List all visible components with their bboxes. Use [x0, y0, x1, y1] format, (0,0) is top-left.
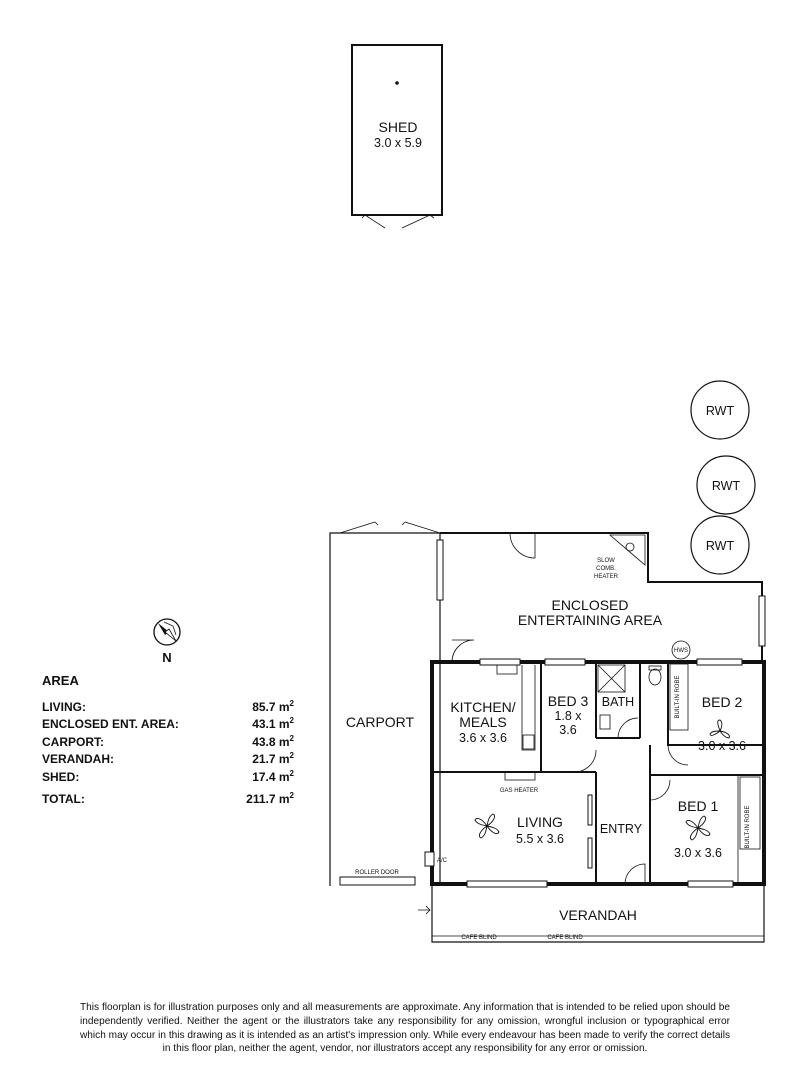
area-row-enclosed: ENCLOSED ENT. AREA: 43.1 m2 [42, 716, 294, 733]
shed: SHED 3.0 x 5.9 [351, 44, 443, 229]
north-compass-icon [153, 618, 181, 646]
area-row-value: 21.7 m2 [252, 751, 294, 767]
built-in-robe-label: BUILT-IN ROBE [745, 806, 751, 849]
bed2-dims: 3.0 x 3.6 [698, 739, 746, 753]
area-row-value: 85.7 m2 [252, 699, 294, 715]
carport: ROLLER DOOR CARPORT [329, 521, 441, 886]
carport-label: CARPORT [346, 714, 415, 730]
area-row-total: TOTAL: 211.7 m2 [42, 791, 294, 808]
living-label: LIVING [517, 814, 563, 830]
bed3-dims-line1: 1.8 x [554, 709, 582, 723]
slow-comb-heater-label: SLOW [597, 558, 615, 564]
bed1-dims: 3.0 x 3.6 [674, 846, 722, 860]
entry-label: ENTRY [600, 822, 643, 836]
rainwater-tank-2: RWT [696, 455, 756, 515]
living-dims: 5.5 x 3.6 [516, 832, 564, 846]
ceiling-fan-icon [474, 813, 500, 839]
hws-label: HWS [674, 648, 688, 654]
shed-label: SHED [379, 119, 418, 135]
ceiling-fan-icon [685, 815, 711, 841]
area-row-verandah: VERANDAH: 21.7 m2 [42, 751, 294, 768]
verandah [418, 884, 765, 943]
roller-door-label: ROLLER DOOR [355, 870, 399, 876]
enclosed-entertaining-area: SLOW COMB. HEATER HWS ENCLOSED ENTERTAIN… [436, 532, 766, 662]
area-row-shed: SHED: 17.4 m2 [42, 769, 294, 786]
cafe-blind-label: CAFE BLIND [461, 935, 497, 941]
area-row-label: SHED: [42, 769, 80, 784]
house-walls [424, 639, 766, 888]
cafe-blind-label: CAFE BLIND [547, 935, 583, 941]
ac-label: A/C [437, 858, 448, 864]
bed2-label: BED 2 [702, 694, 743, 710]
bed1-label: BED 1 [678, 798, 719, 814]
rainwater-tank-1: RWT [690, 380, 750, 440]
built-in-robe-label: BUILT-IN ROBE [675, 676, 681, 719]
area-row-value: 43.1 m2 [252, 716, 294, 732]
area-total-value: 211.7 m2 [246, 791, 294, 807]
area-row-label: CARPORT: [42, 734, 104, 749]
rwt-label: RWT [706, 404, 735, 418]
kitchen-dims: 3.6 x 3.6 [459, 731, 507, 745]
rwt-label: RWT [712, 479, 741, 493]
enclosed-label-line1: ENCLOSED [551, 597, 628, 613]
slow-comb-heater-label: HEATER [594, 574, 619, 580]
bath-label: BATH [602, 695, 634, 709]
kitchen-label-line2: MEALS [459, 714, 506, 730]
rwt-label: RWT [706, 539, 735, 553]
shed-dims: 3.0 x 5.9 [374, 136, 422, 150]
area-row-value: 43.8 m2 [252, 733, 294, 749]
area-title: AREA [42, 673, 79, 688]
compass-north-label: N [162, 650, 171, 665]
area-row-label: LIVING: [42, 700, 86, 714]
area-row-carport: CARPORT: 43.8 m2 [42, 734, 294, 751]
bed3-label: BED 3 [548, 693, 589, 709]
gas-heater-label: GAS HEATER [500, 788, 539, 794]
area-row-label: VERANDAH: [42, 752, 114, 767]
slow-comb-heater-label: COMB. [596, 566, 616, 572]
area-row-value: 17.4 m2 [252, 768, 294, 784]
area-row-label: ENCLOSED ENT. AREA: [42, 717, 179, 732]
enclosed-label-line2: ENTERTAINING AREA [518, 612, 663, 628]
rainwater-tank-3: RWT [690, 515, 750, 575]
area-table: AREA LIVING: 85.7 m2 ENCLOSED ENT. AREA:… [42, 673, 294, 808]
verandah-label: VERANDAH [559, 907, 637, 923]
area-total-label: TOTAL: [42, 792, 85, 807]
bed3-dims-line2: 3.6 [559, 723, 576, 737]
ceiling-fan-icon [709, 719, 730, 739]
area-row-living: LIVING: 85.7 m2 [42, 699, 294, 716]
disclaimer-text: This floorplan is for illustration purpo… [80, 1002, 730, 1055]
kitchen-label-line1: KITCHEN/ [450, 699, 515, 715]
